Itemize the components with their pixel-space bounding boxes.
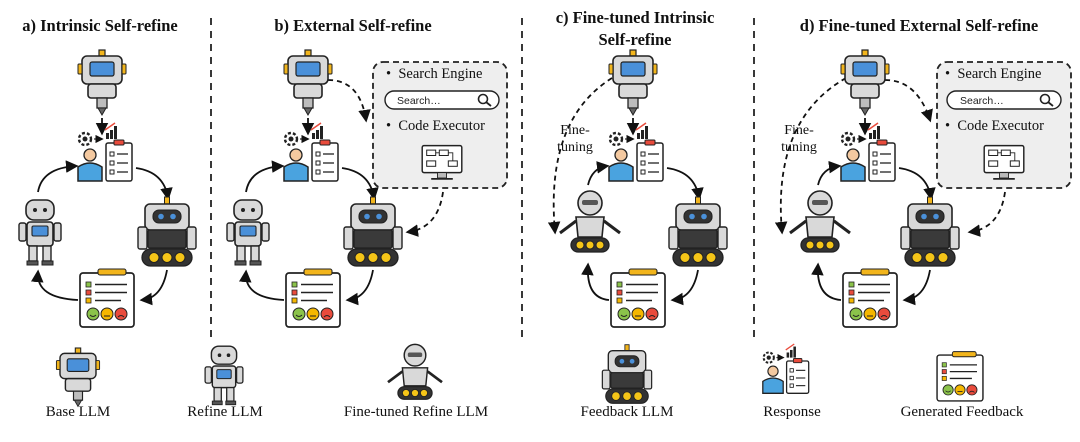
legend-refine-llm-label: Refine LLM <box>187 404 263 420</box>
panel-b-arrow-response-to-feedback-llm <box>341 167 379 201</box>
bullet-icon: • <box>945 118 958 134</box>
panel-c-arrow-feedback-to-refine <box>581 262 610 301</box>
panel-a-refine-llm-icon <box>18 199 62 266</box>
panel-a-title: a) Intrinsic Self-refine <box>22 16 178 35</box>
legend-response-icon <box>763 344 809 393</box>
panel-b-search-engine-label: • Search Engine <box>386 66 483 82</box>
legend-generated-feedback-label: Generated Feedback <box>900 404 1024 420</box>
panel-c-response-icon <box>609 123 663 181</box>
search-icon <box>477 93 489 105</box>
bullet-icon: • <box>386 118 399 134</box>
panel-b-arrow-base-to-tools <box>327 79 371 123</box>
panel-d-search-engine-label: • Search Engine <box>945 66 1042 82</box>
legend-generated-feedback-icon <box>936 350 984 402</box>
panel-c-arrow-feedback-llm-to-feedback <box>670 269 699 306</box>
panel-d-arrow-refine-to-response <box>817 160 842 186</box>
arrows-layer <box>30 18 1072 340</box>
panel-d-title: d) Fine-tuned External Self-refine <box>799 16 1039 35</box>
panel-d-code-executor-label: • Code Executor <box>945 118 1044 134</box>
bullet-icon: • <box>386 66 399 82</box>
panel-b-base-llm-icon <box>283 49 333 116</box>
panel-b-arrow-feedback-llm-to-feedback <box>345 269 374 306</box>
legend-response-label: Response <box>763 404 821 420</box>
bullet-icon: • <box>945 66 958 82</box>
panel-c-arrow-response-to-feedback-llm <box>666 167 704 201</box>
panel-d-search-bar <box>946 90 1062 110</box>
panel-d-search-placeholder: Search… <box>960 95 1004 107</box>
panel-d-fine-tuning-label: Fine- tuning <box>781 123 817 155</box>
panel-a-base-llm-icon <box>77 49 127 116</box>
panel-a-arrow-feedback-to-refine <box>30 269 79 301</box>
panel-d-generated-feedback-icon <box>842 268 898 328</box>
panel-c-fine-tuning-label: Fine- tuning <box>557 123 593 155</box>
panel-b-search-bar <box>384 90 500 110</box>
panel-d-arrow-feedback-to-refine <box>811 262 842 301</box>
panel-d-arrow-tools-to-feedback-llm <box>967 191 1006 237</box>
panel-b-response-icon <box>284 123 338 181</box>
legend-base-llm-label: Base LLM <box>45 404 111 420</box>
legend-finetuned-refine-llm-icon <box>386 343 444 401</box>
panel-a-arrow-feedback-llm-to-feedback <box>139 269 168 306</box>
panel-d-feedback-llm-icon <box>900 196 960 267</box>
panel-b-search-placeholder: Search… <box>397 95 441 107</box>
panel-d-base-llm-icon <box>840 49 890 116</box>
legend-refine-llm-icon <box>204 345 244 406</box>
panel-a-response-icon <box>78 123 132 181</box>
panel-b-code-executor-label: • Code Executor <box>386 118 485 134</box>
panel-c-base-llm-icon <box>608 49 658 116</box>
panel-b-arrow-refine-to-response <box>245 160 285 193</box>
panel-b-title: b) External Self-refine <box>274 16 432 35</box>
panel-c-title-line1: c) Fine-tuned Intrinsic <box>555 8 715 27</box>
legend-finetuned-refine-llm-label: Fine-tuned Refine LLM <box>343 404 489 420</box>
panel-b-generated-feedback-icon <box>285 268 341 328</box>
panel-a-feedback-llm-icon <box>137 196 197 267</box>
panel-c-refine-llm-icon <box>558 189 622 254</box>
panel-d-arrow-base-to-tools <box>884 79 933 123</box>
panel-d-refine-llm-icon <box>788 189 852 254</box>
panel-d-arrow-fine-tuning <box>774 77 847 235</box>
panel-d-arrow-feedback-llm-to-feedback <box>902 269 931 306</box>
panel-a-arrow-refine-to-response <box>37 160 79 193</box>
search-icon-handle <box>1047 101 1054 107</box>
panel-b-arrow-tools-to-feedback-llm <box>405 191 444 237</box>
panel-a-generated-feedback-icon <box>79 268 135 328</box>
panel-c-generated-feedback-icon <box>610 268 666 328</box>
legend-feedback-llm-label: Feedback LLM <box>580 404 674 420</box>
panel-a-arrow-response-to-feedback-llm <box>135 167 173 201</box>
search-icon <box>1039 93 1051 105</box>
panel-b-arrow-feedback-to-refine <box>238 269 285 301</box>
panel-c-arrow-fine-tuning <box>547 77 613 235</box>
panel-d-response-icon <box>841 123 895 181</box>
panel-c-feedback-llm-icon <box>668 196 728 267</box>
panel-b-feedback-llm-icon <box>343 196 403 267</box>
panel-c-title-line2: Self-refine <box>598 30 672 49</box>
panel-d-arrow-response-to-feedback-llm <box>898 167 936 201</box>
search-icon-handle <box>485 101 492 107</box>
panel-c-arrow-refine-to-response <box>587 161 610 186</box>
legend-feedback-llm-icon <box>601 344 653 405</box>
panel-b-refine-llm-icon <box>226 199 270 266</box>
legend-base-llm-icon <box>55 347 101 408</box>
